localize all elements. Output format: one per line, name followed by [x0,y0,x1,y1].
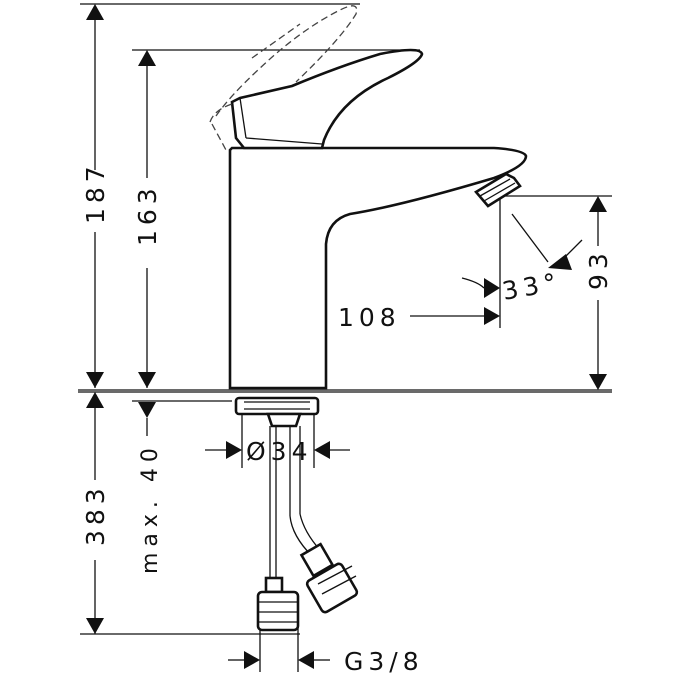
dimension-label-max-40: max. 40 [138,442,163,574]
faucet-handle [230,48,424,150]
dimension-diameter-34: Ø34 [205,412,350,468]
dimension-label-187: 187 [81,161,110,224]
dimension-label-163: 163 [133,183,162,246]
dimension-g38: G3/8 [228,614,424,675]
dimension-187: 187 [80,3,360,388]
dimension-label-diameter-34: Ø34 [246,437,313,466]
dimension-label-33: 33° [500,267,563,306]
dimension-label-g38: G3/8 [344,647,424,675]
dimension-label-93: 93 [584,248,613,290]
supply-hose-right [289,426,359,614]
dimension-163: 163 [132,49,420,388]
dimension-383: 383 [80,392,300,635]
dimension-93: 93 [500,195,613,390]
supply-hose-left [256,426,300,632]
faucet-body [228,146,528,390]
handle-swing-outline [209,5,358,151]
dimension-max-40: max. 40 [132,400,232,574]
dimension-label-383: 383 [81,483,110,546]
dimension-label-108: 108 [338,303,401,332]
dimension-angle-33: 33° [461,213,583,306]
mounting-nut [234,396,320,428]
